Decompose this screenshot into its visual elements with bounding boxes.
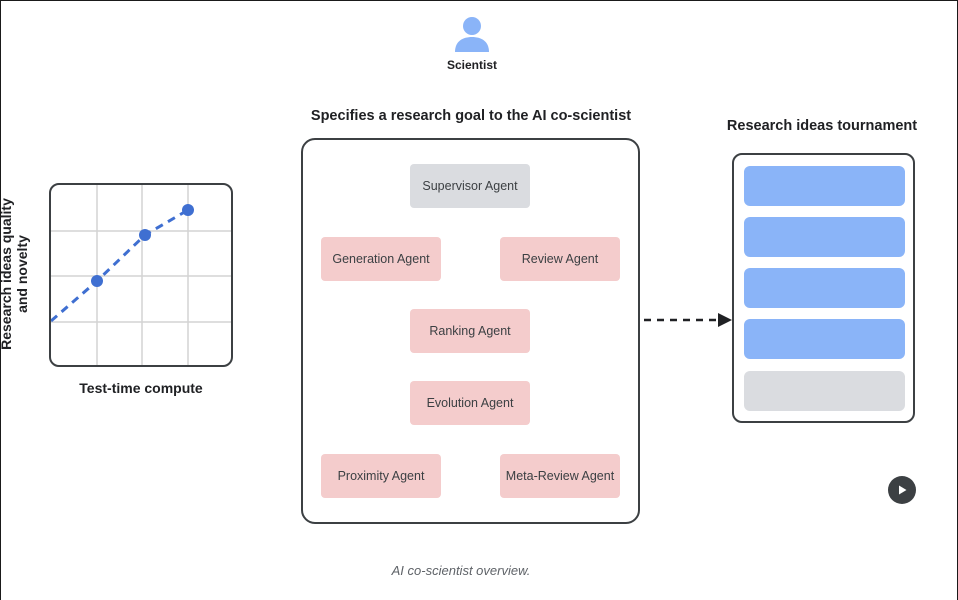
play-icon [899, 485, 907, 495]
plot-point-2 [139, 229, 151, 241]
idea-slot-5-empty [744, 371, 905, 411]
play-button[interactable] [888, 476, 916, 504]
scaling-plot-svg [51, 185, 231, 365]
dashed-arrow [644, 313, 732, 327]
idea-slot-3 [744, 268, 905, 308]
tournament-panel [732, 153, 915, 423]
trend-line [51, 208, 189, 323]
plot-y-axis-label: Research ideas quality and novelty [0, 198, 30, 350]
evolution-agent: Evolution Agent [410, 381, 530, 425]
generation-agent: Generation Agent [321, 237, 441, 281]
frame-top-border [0, 0, 958, 1]
tournament-label: Research ideas tournament [726, 118, 918, 134]
plot-point-3 [182, 204, 194, 216]
scientist-label: Scientist [446, 58, 497, 72]
person-icon [455, 17, 489, 52]
review-agent: Review Agent [500, 237, 620, 281]
plot-x-axis-label: Test-time compute [79, 380, 203, 396]
figure-caption: AI co-scientist overview. [391, 563, 531, 578]
idea-slot-1 [744, 166, 905, 206]
meta-review-agent: Meta-Review Agent [500, 454, 620, 498]
supervisor-agent: Supervisor Agent [410, 164, 530, 208]
scientist: Scientist [432, 14, 512, 72]
plot-point-1 [91, 275, 103, 287]
agents-panel: Supervisor Agent Generation Agent Review… [301, 138, 640, 524]
scaling-plot [49, 183, 233, 367]
idea-slot-4 [744, 319, 905, 359]
ranking-agent: Ranking Agent [410, 309, 530, 353]
goal-label: Specifies a research goal to the AI co-s… [310, 108, 632, 124]
arrow-head [718, 313, 732, 327]
proximity-agent: Proximity Agent [321, 454, 441, 498]
idea-slot-2 [744, 217, 905, 257]
